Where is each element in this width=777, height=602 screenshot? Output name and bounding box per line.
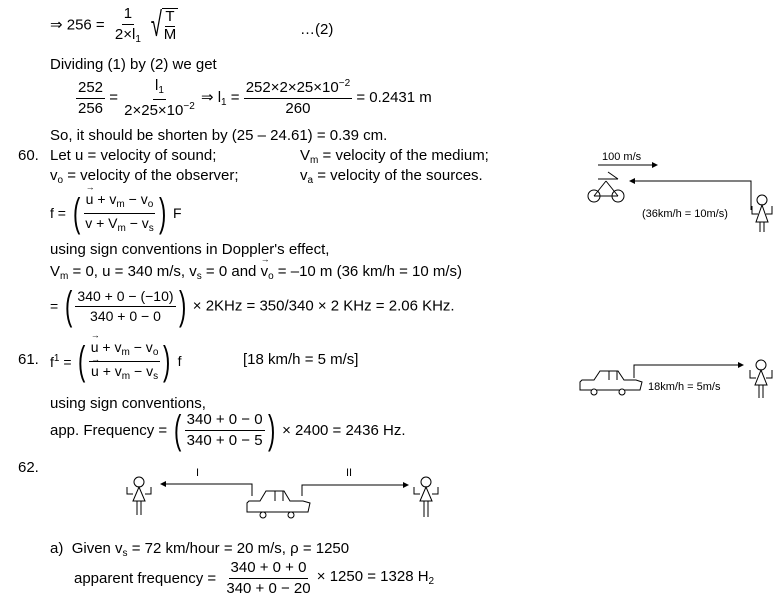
q60-line2-right: va = velocity of the sources.: [300, 167, 483, 186]
dividing-text: Dividing (1) by (2) we get: [50, 56, 217, 73]
ratio-equation: 252 256 = l1 2×25×10−2 ⇒ l1 = 252×2×25×1…: [76, 77, 432, 119]
sqrt-den: M: [163, 25, 177, 43]
sqrt-t-over-m: √ T M: [150, 6, 179, 45]
q62-apparent-frequency: apparent frequency = 340 + 0 + 0 340 + 0…: [74, 559, 435, 597]
sqrt-num: T: [165, 8, 175, 27]
q61-note: [18 km/h = 5 m/s]: [243, 351, 359, 368]
q60-line1-right: Vm = velocity of the medium;: [300, 147, 489, 166]
eq2-num: 1: [121, 6, 135, 25]
person-icon: [751, 194, 773, 232]
person-icon: [749, 359, 773, 398]
bicycle-icon: [587, 171, 625, 203]
ratio-fraction: 252 256: [76, 78, 106, 117]
q60-formula: f = ( u + vm − vo v + Vm − vs ) F: [50, 183, 182, 234]
q61-sign-conv: using sign conventions,: [50, 395, 206, 412]
q61-speed-label: 18km/h = 5m/s: [648, 381, 721, 393]
eq2-prefix: ⇒ 256 =: [50, 16, 105, 34]
q62-number: 62.: [18, 459, 39, 476]
equation-2: ⇒ 256 = 1 2×l1 √ T M: [50, 6, 179, 45]
q60-sign-conv: using sign conventions in Doppler's effe…: [50, 241, 330, 258]
person-icon: [413, 476, 439, 517]
q60-calc: = ( 340 + 0 − (−10) 340 + 0 − 0 ) × 2KHz…: [50, 284, 455, 328]
shorten-text: So, it should be shorten by (25 – 24.61)…: [50, 127, 388, 144]
q60-number: 60.: [18, 147, 39, 164]
car-icon: [246, 490, 311, 519]
q60-line1-left: Let u = velocity of sound;: [50, 147, 217, 164]
q60-speed-label: 100 m/s: [602, 151, 642, 163]
q60-observer-label: (36km/h = 10m/s): [642, 208, 728, 220]
q62-label-right: II: [346, 467, 353, 479]
q61-app-frequency: app. Frequency = ( 340 + 0 − 0 340 + 0 −…: [50, 408, 406, 453]
eq2-den: 2×l1: [114, 25, 141, 45]
person-icon: [126, 476, 152, 515]
q62-label-left: I: [196, 467, 200, 479]
q60-line2-left: vo = velocity of the observer;: [50, 167, 239, 186]
q61-formula: f1 = ( u + vm − vo u + vm − vs ) f: [50, 331, 181, 382]
q60-values: Vm = 0, u = 340 m/s, vs = 0 and vo = –10…: [50, 255, 462, 282]
result-value: = 0.2431 m: [356, 89, 432, 107]
q61-number: 61.: [18, 351, 39, 368]
l1-fraction: l1 2×25×10−2: [124, 77, 195, 119]
calc-fraction: 252×2×25×10−2 260: [243, 78, 353, 118]
eq2-fraction: 1 2×l1: [113, 6, 143, 45]
equation-2-tag: …(2): [300, 21, 334, 38]
car-icon: [579, 370, 643, 396]
q62-given: a) Given vs = 72 km/hour = 20 m/s, ρ = 1…: [50, 540, 350, 559]
